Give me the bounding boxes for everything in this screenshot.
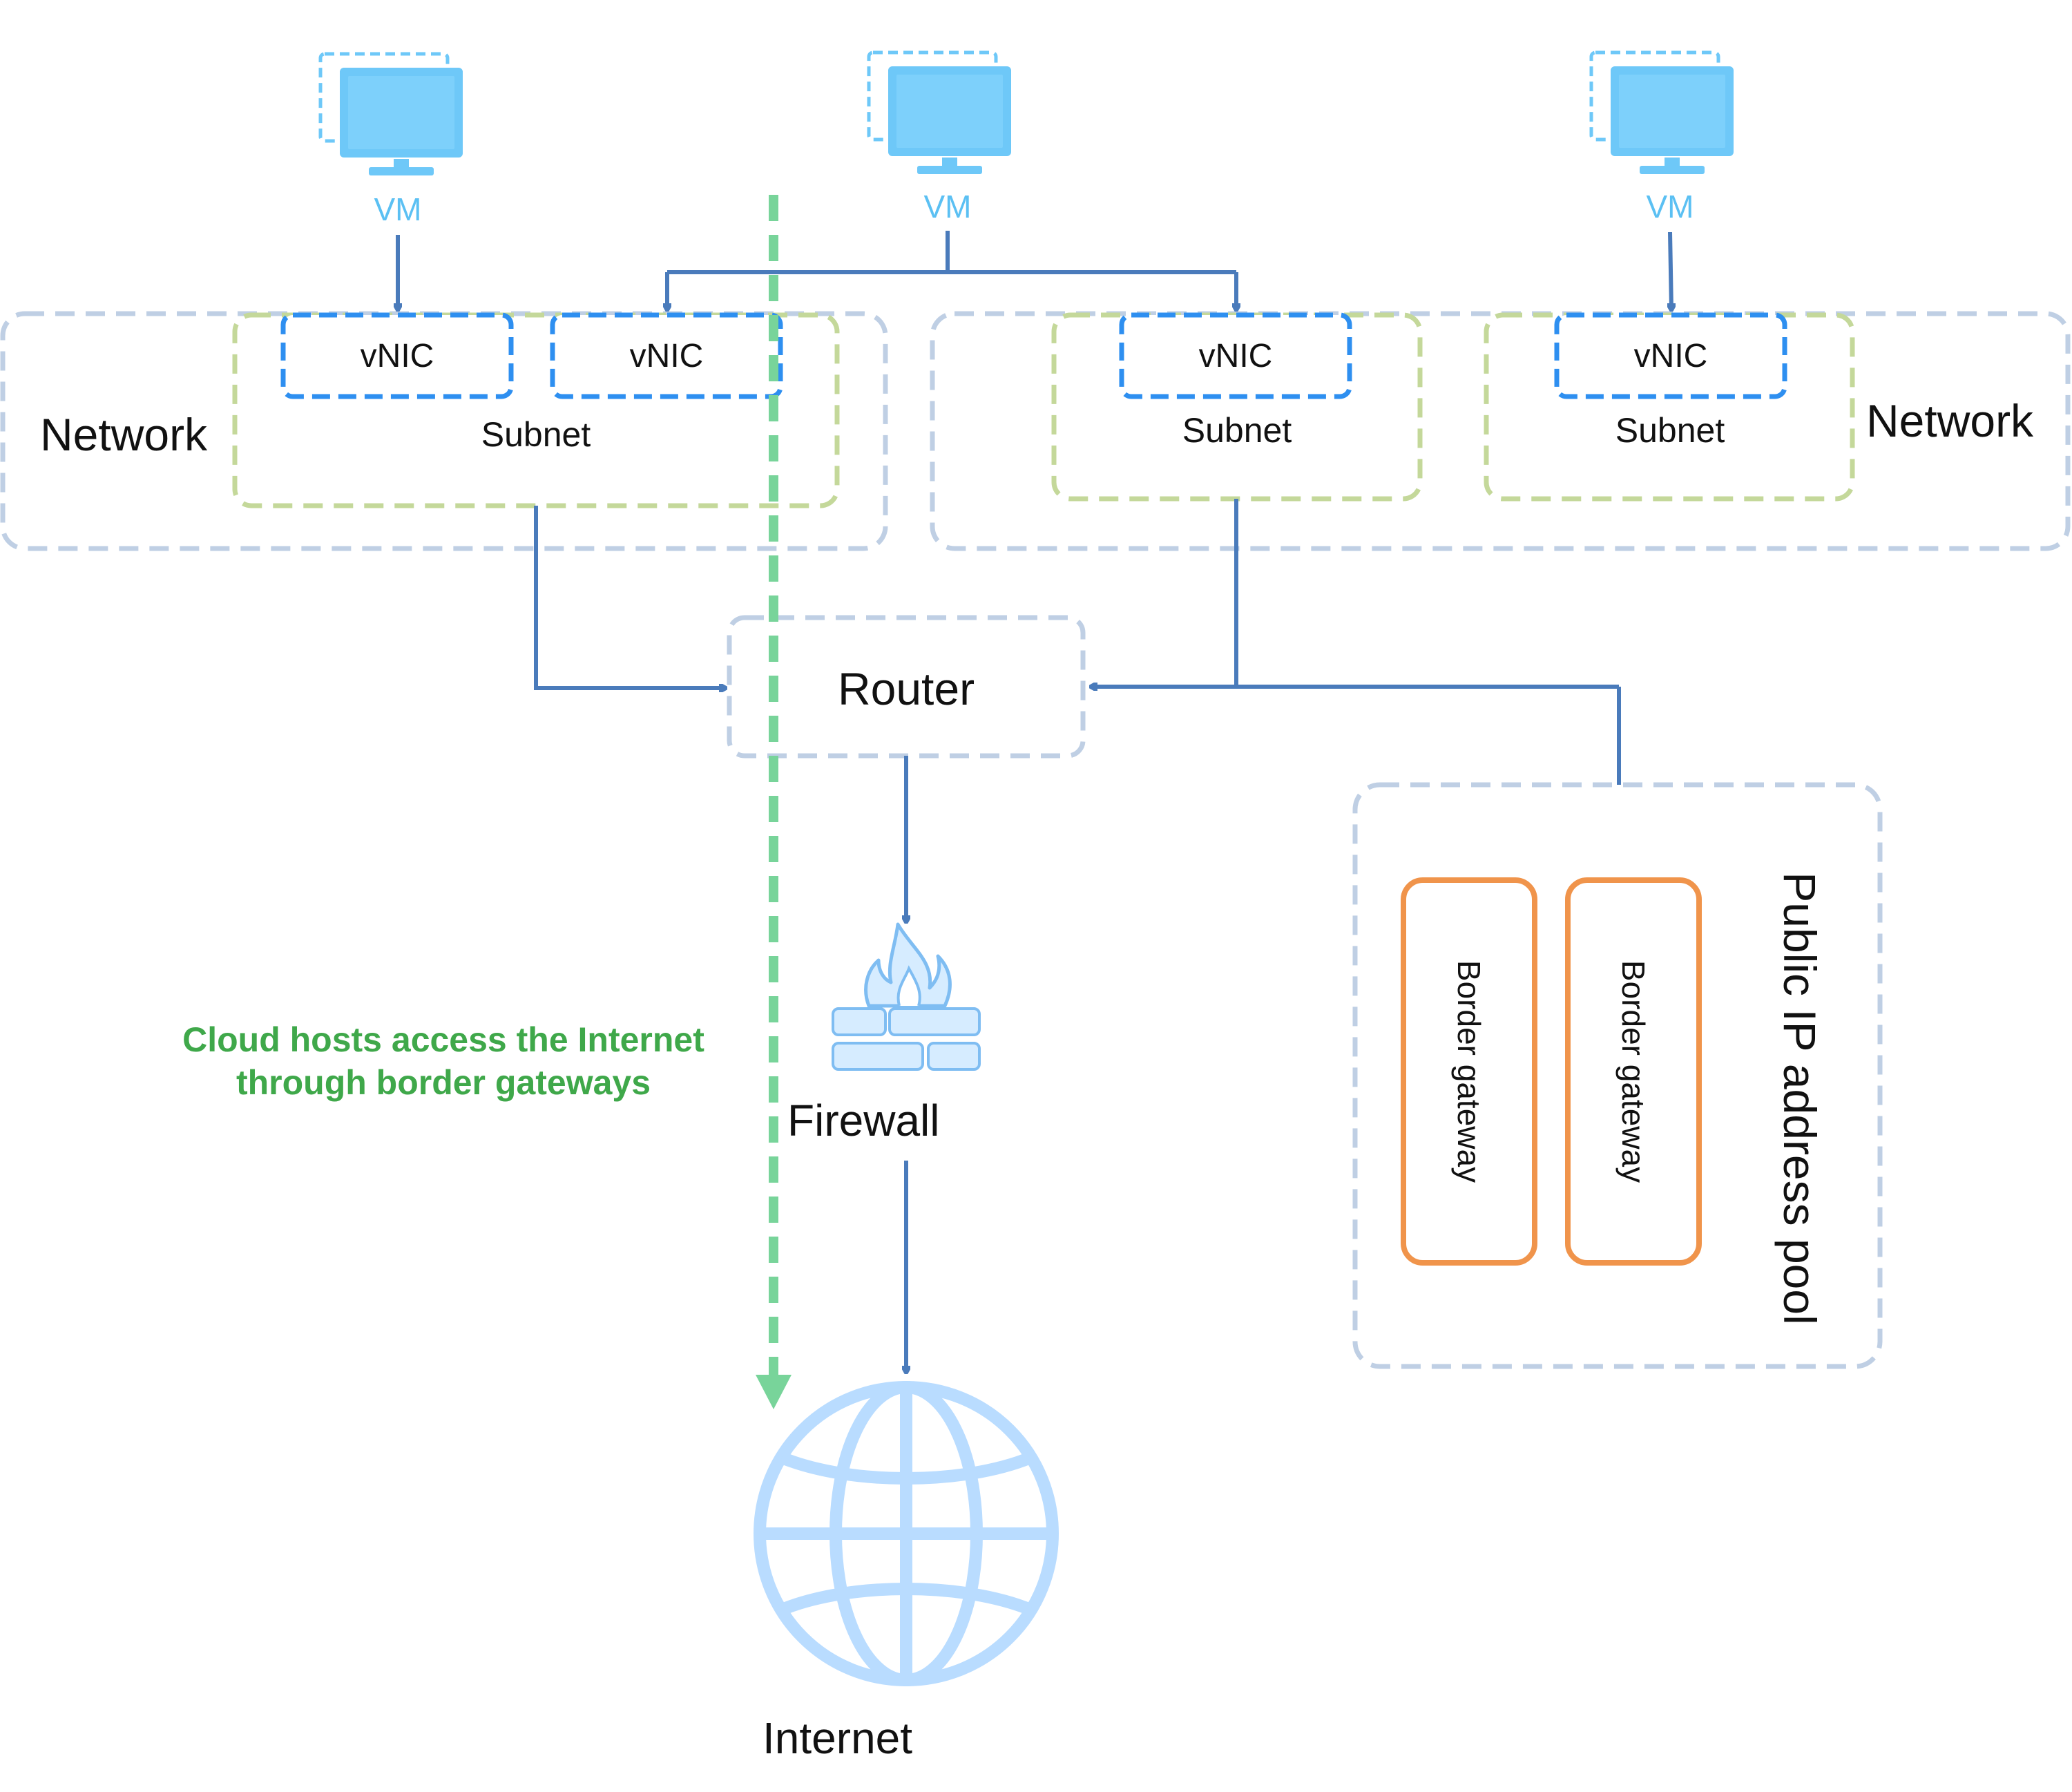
network-container-right <box>930 311 2071 551</box>
public-ip-pool-box <box>1352 782 1883 1369</box>
public-ip-pool-label: Public IP address pool <box>1774 872 1825 1325</box>
network-container-left <box>0 311 888 551</box>
subnet-label-1: Subnet <box>481 415 591 454</box>
border-gateway-box-1 <box>1401 877 1537 1266</box>
vm-icon <box>867 50 1014 174</box>
subnet1-to-router-arrow <box>534 506 725 688</box>
vnic-label-3: vNIC <box>1198 338 1273 374</box>
flow-path-arrowhead <box>756 1375 792 1409</box>
firewall-label: Firewall <box>787 1096 940 1145</box>
border-gateway-box-2 <box>1565 877 1702 1266</box>
note-line-2: through border gateways <box>236 1063 651 1102</box>
note-line-1: Cloud hosts access the Internet <box>182 1020 704 1059</box>
vnic-label-2: vNIC <box>629 338 704 374</box>
vnic-box-1 <box>280 312 514 399</box>
vm-icon <box>1589 50 1736 174</box>
router-label: Router <box>837 663 975 714</box>
vnic-label-4: vNIC <box>1633 338 1708 374</box>
internet-label: Internet <box>762 1713 913 1763</box>
vnic-box-2 <box>550 312 783 399</box>
border-gateway-label-2: Border gateway <box>1615 960 1651 1183</box>
vm-icon <box>318 52 466 175</box>
subnet-label-2: Subnet <box>1182 411 1292 450</box>
globe-icon <box>754 1381 1059 1686</box>
vm-label-3: VM <box>1646 189 1694 225</box>
network-label-left: Network <box>40 409 208 460</box>
vnic-box-3 <box>1119 312 1352 399</box>
subnet-box-1 <box>232 312 840 508</box>
network-label-right: Network <box>1866 395 2034 446</box>
vm3-to-vnic4-arrow <box>1670 231 1671 309</box>
firewall-icon <box>832 922 981 1071</box>
vm-label-1: VM <box>374 191 422 227</box>
border-gateway-label-1: Border gateway <box>1451 960 1487 1183</box>
vnic-box-4 <box>1554 312 1787 399</box>
subnet-label-3: Subnet <box>1615 411 1725 450</box>
vnic-label-1: vNIC <box>360 338 434 374</box>
vm-label-2: VM <box>923 189 972 225</box>
internet-access-note: Cloud hosts access the Internet through … <box>167 1018 720 1104</box>
connectors <box>398 231 1671 1372</box>
